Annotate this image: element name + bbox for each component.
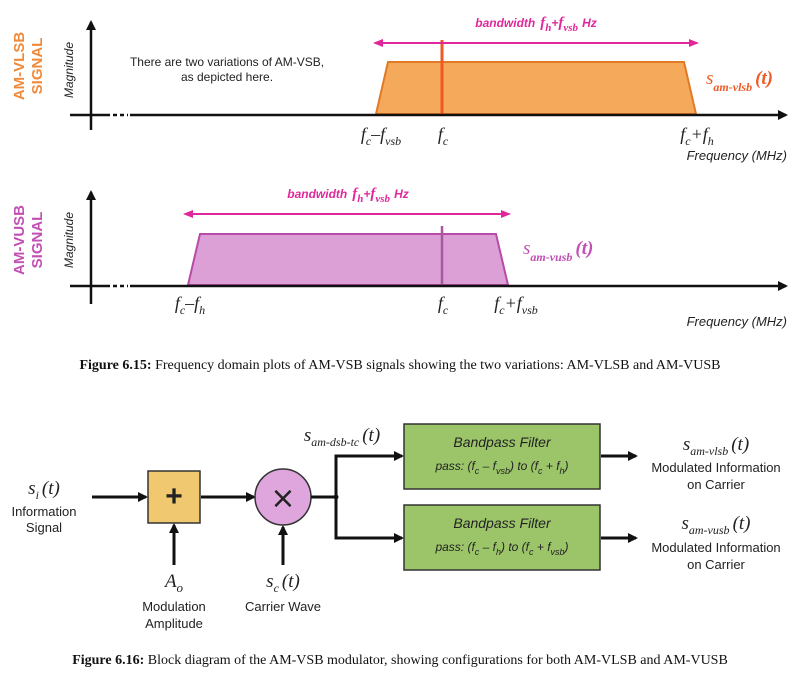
carrier-symbol: sc(t) [266,571,300,595]
input-signal-symbol: si(t) [28,478,60,502]
split-lower-line [334,497,404,543]
carrier-label: Carrier Wave [245,599,321,614]
bandpass-filter-vusb [403,504,601,571]
vlsb-x-axis-label: Frequency (MHz) [687,148,787,163]
vusb-y-axis-label: Magnitude [62,212,76,268]
bandpass-filter-vlsb [403,423,601,490]
vlsb-signal-label: sam-vlsb(t) [706,68,773,94]
vlsb-tick-fc-plus-fh: fc+fh [680,124,714,148]
vlsb-note-line1: There are two variations of AM-VSB, [130,55,324,69]
figure-6-15-caption: Figure 6.15: Frequency domain plots of A… [79,358,720,373]
vlsb-side-label-2: SIGNAL [29,38,46,95]
filter-vlsb-title: Bandpass Filter [453,434,552,450]
vusb-signal-label: sam-vusb(t) [523,238,593,264]
output-vlsb-label-1: Modulated Information [651,460,780,475]
vusb-x-axis-label: Frequency (MHz) [687,314,787,329]
adder-symbol: + [165,480,183,513]
vusb-tick-fc: fc [438,293,449,317]
vlsb-side-label: AM-VLSB [11,32,28,100]
vlsb-note-line2: as depicted here. [181,70,273,84]
filter-vusb-title: Bandpass Filter [453,515,552,531]
vusb-tick-fc-minus-fh: fc–fh [175,293,205,317]
vlsb-y-axis-label: Magnitude [62,42,76,98]
input-signal-label-2: Signal [26,520,62,535]
vlsb-tick-fc: fc [438,124,449,148]
mixer-symbol: × [270,481,295,516]
vlsb-tick-fc-minus-fvsb: fc–fvsb [361,124,401,148]
vusb-tick-fc-plus-fvsb: fc+fvsb [494,293,538,317]
output-vusb-label-1: Modulated Information [651,540,780,555]
figure-6-16-caption: Figure 6.16: Block diagram of the AM-VSB… [72,653,728,668]
vusb-side-label: AM-VUSB [11,205,28,275]
amplitude-label-2: Amplitude [145,616,203,631]
output-vusb-symbol: sam-vusb(t) [681,513,750,537]
input-signal-label-1: Information [11,504,76,519]
block-diagram: si(t) Information Signal + Ao Modulation… [11,423,781,631]
output-vlsb-label-2: on Carrier [687,477,745,492]
filter-vusb-pass: pass: (fc – fh) to (fc + fvsb) [434,540,568,557]
split-upper-line [334,451,404,497]
dsb-signal-symbol: sam-dsb-tc(t) [304,425,380,449]
output-vusb-label-2: on Carrier [687,557,745,572]
amplitude-label-1: Modulation [142,599,206,614]
amplitude-symbol: Ao [163,571,184,595]
vusb-side-label-2: SIGNAL [29,212,46,269]
vusb-spectrum [186,233,510,286]
output-vlsb-symbol: sam-vlsb(t) [683,434,749,458]
filter-vlsb-pass: pass: (fc – fvsb) to (fc + fh) [434,459,568,476]
vlsb-spectrum [374,61,698,115]
